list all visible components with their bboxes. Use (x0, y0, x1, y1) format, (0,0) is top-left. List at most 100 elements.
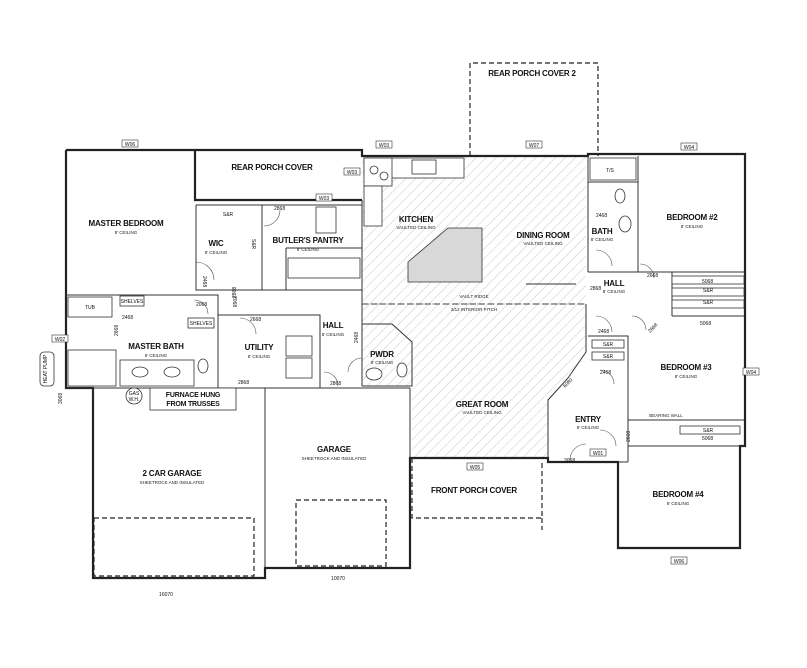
room-label-pwdr: PWDR (370, 350, 394, 359)
door-size-label: 2468 (596, 213, 607, 219)
door-swings (193, 209, 655, 461)
bearing-wall-note: BEARING WALL (649, 413, 683, 418)
door-size-label: 3068 (58, 393, 64, 404)
window-tag: W03 (347, 170, 358, 176)
furnace-note: FURNACE HUNG (166, 392, 221, 399)
great-room-vault-hatch (362, 304, 586, 458)
window-tag: W03 (379, 143, 390, 149)
door-size-label: 2668 (626, 431, 632, 442)
shelf-rod-label: S&R (703, 300, 714, 306)
rear-porch-cover-2-outline (469, 62, 599, 156)
room-label-dining-room: DINING ROOM (517, 231, 570, 240)
room-ceiling-note: 8' CEILING (681, 224, 704, 229)
room-ceiling-note: 8' CEILING (322, 332, 345, 337)
room-labels: REAR PORCH COVER 2 REAR PORCH COVER MAST… (89, 69, 719, 506)
door-size-label: 5068 (702, 279, 713, 285)
door-size-label: 2468 (600, 370, 611, 376)
room-ceiling-note: 8' CEILING (603, 289, 626, 294)
door-size-label: 2868 (330, 381, 341, 387)
water-heater-label: W.H. (129, 397, 140, 403)
door-size-label: 5068 (702, 436, 713, 442)
shelf-rod-label: S&R (703, 428, 714, 434)
door-size-label: 2468 (598, 329, 609, 335)
furnace-box (149, 387, 237, 411)
room-ceiling-note: 8' CEILING (297, 247, 320, 252)
room-label-entry: ENTRY (575, 415, 602, 424)
room-label-butlers-pantry: BUTLER'S PANTRY (273, 236, 345, 245)
room-ceiling-note: 8' CEILING (145, 353, 168, 358)
room-ceiling-note: 8' CEILING (371, 360, 394, 365)
shelf-rod-label: S&R (603, 354, 614, 360)
room-label-wic: WIC (209, 239, 224, 248)
room-ceiling-note: 8' CEILING (115, 230, 138, 235)
garage-door-size-label: 10070 (331, 576, 345, 582)
tub (67, 296, 113, 318)
window-tag: W05 (470, 465, 481, 471)
room-label-bedroom-2: BEDROOM #2 (667, 213, 719, 222)
shelf-rod-label: S&R (703, 288, 714, 294)
room-label-rear-porch-cover-2: REAR PORCH COVER 2 (488, 69, 576, 78)
window-tag: W02 (55, 337, 66, 343)
shelf-rod-label: S&R (250, 239, 256, 250)
room-note: SHEETROCK AND INSULATED (140, 480, 205, 485)
door-size-label: 2668 (114, 325, 120, 336)
window-tag: W04 (684, 145, 695, 151)
room-note: SHEETROCK AND INSULATED (302, 456, 367, 461)
shelf-rod-label: S&R (603, 342, 614, 348)
dimension-labels: 2868 2868 2468 2468 2068 5068 5068 2068 … (58, 206, 713, 598)
window-tags: W06 W03 W07 W04 W03 W03 W02 W04 W05 W01 … (51, 139, 760, 565)
room-label-hall: HALL (604, 279, 625, 288)
heat-pump-label: HEAT PUMP (43, 354, 49, 383)
vault-ridge-note: VAULT RIDGE (459, 294, 488, 299)
room-ceiling-note: VAULTED CEILING (462, 410, 502, 415)
kitchen-sink (363, 157, 393, 187)
room-label-utility: UTILITY (245, 343, 275, 352)
room-label-great-room: GREAT ROOM (456, 400, 509, 409)
door-size-label: 2868 (590, 286, 601, 292)
room-label-master-bedroom: MASTER BEDROOM (89, 219, 165, 228)
door-size-label: 2668 (647, 273, 658, 279)
door-size-label: 2868 (232, 287, 238, 298)
room-label-garage: GARAGE (317, 445, 352, 454)
door-size-label: 2668 (647, 322, 659, 334)
window-tag: W01 (593, 451, 604, 457)
door-size-label: 2468 (122, 315, 133, 321)
window-tag: W06 (125, 142, 136, 148)
door-size-label: 2468 (201, 276, 207, 287)
heat-pump (39, 351, 55, 387)
water-heater-label: GAS (129, 391, 140, 397)
room-label-bath: BATH (592, 227, 613, 236)
door-size-label: 2068 (196, 302, 207, 308)
room-label-kitchen: KITCHEN (399, 215, 434, 224)
window-tag: W07 (529, 143, 540, 149)
door-size-label: 3068 (564, 458, 575, 464)
furnace-note: FROM TRUSSES (166, 401, 220, 408)
fixtures (39, 157, 745, 577)
room-ceiling-note: 8' CEILING (577, 425, 600, 430)
garage-door-size-label: 16070 (159, 592, 173, 598)
tub-shower-label: T/S (606, 168, 614, 174)
door-size-label: 2668 (250, 317, 261, 323)
door-size-label: 2868 (238, 380, 249, 386)
room-label-2-car-garage: 2 CAR GARAGE (143, 469, 203, 478)
room-ceiling-note: VAULTED CEILING (523, 241, 563, 246)
window-tag: W04 (746, 370, 757, 376)
shelf-rod-label: S&R (223, 212, 234, 218)
room-ceiling-note: 8' CEILING (591, 237, 614, 242)
plan-notes: FURNACE HUNG FROM TRUSSES VAULT RIDGE 3/… (43, 168, 714, 434)
front-porch-cover-outline (411, 458, 543, 519)
room-label-bedroom-3: BEDROOM #3 (661, 363, 713, 372)
room-label-master-bath: MASTER BATH (128, 342, 184, 351)
kitchen-island (407, 227, 483, 283)
window-tag: W03 (319, 196, 330, 202)
room-label-hall-center: HALL (323, 321, 344, 330)
room-label-rear-porch-cover: REAR PORCH COVER (231, 163, 313, 172)
shelves-label: SHELVES (121, 299, 144, 305)
window-tag: W06 (674, 559, 685, 565)
door-size-label: 2868 (274, 206, 285, 212)
room-ceiling-note: 8' CEILING (675, 374, 698, 379)
room-label-bedroom-4: BEDROOM #4 (653, 490, 705, 499)
room-label-front-porch-cover: FRONT PORCH COVER (431, 486, 517, 495)
vault-pitch-note: 3/12 INTERIOR PITCH (451, 307, 497, 312)
